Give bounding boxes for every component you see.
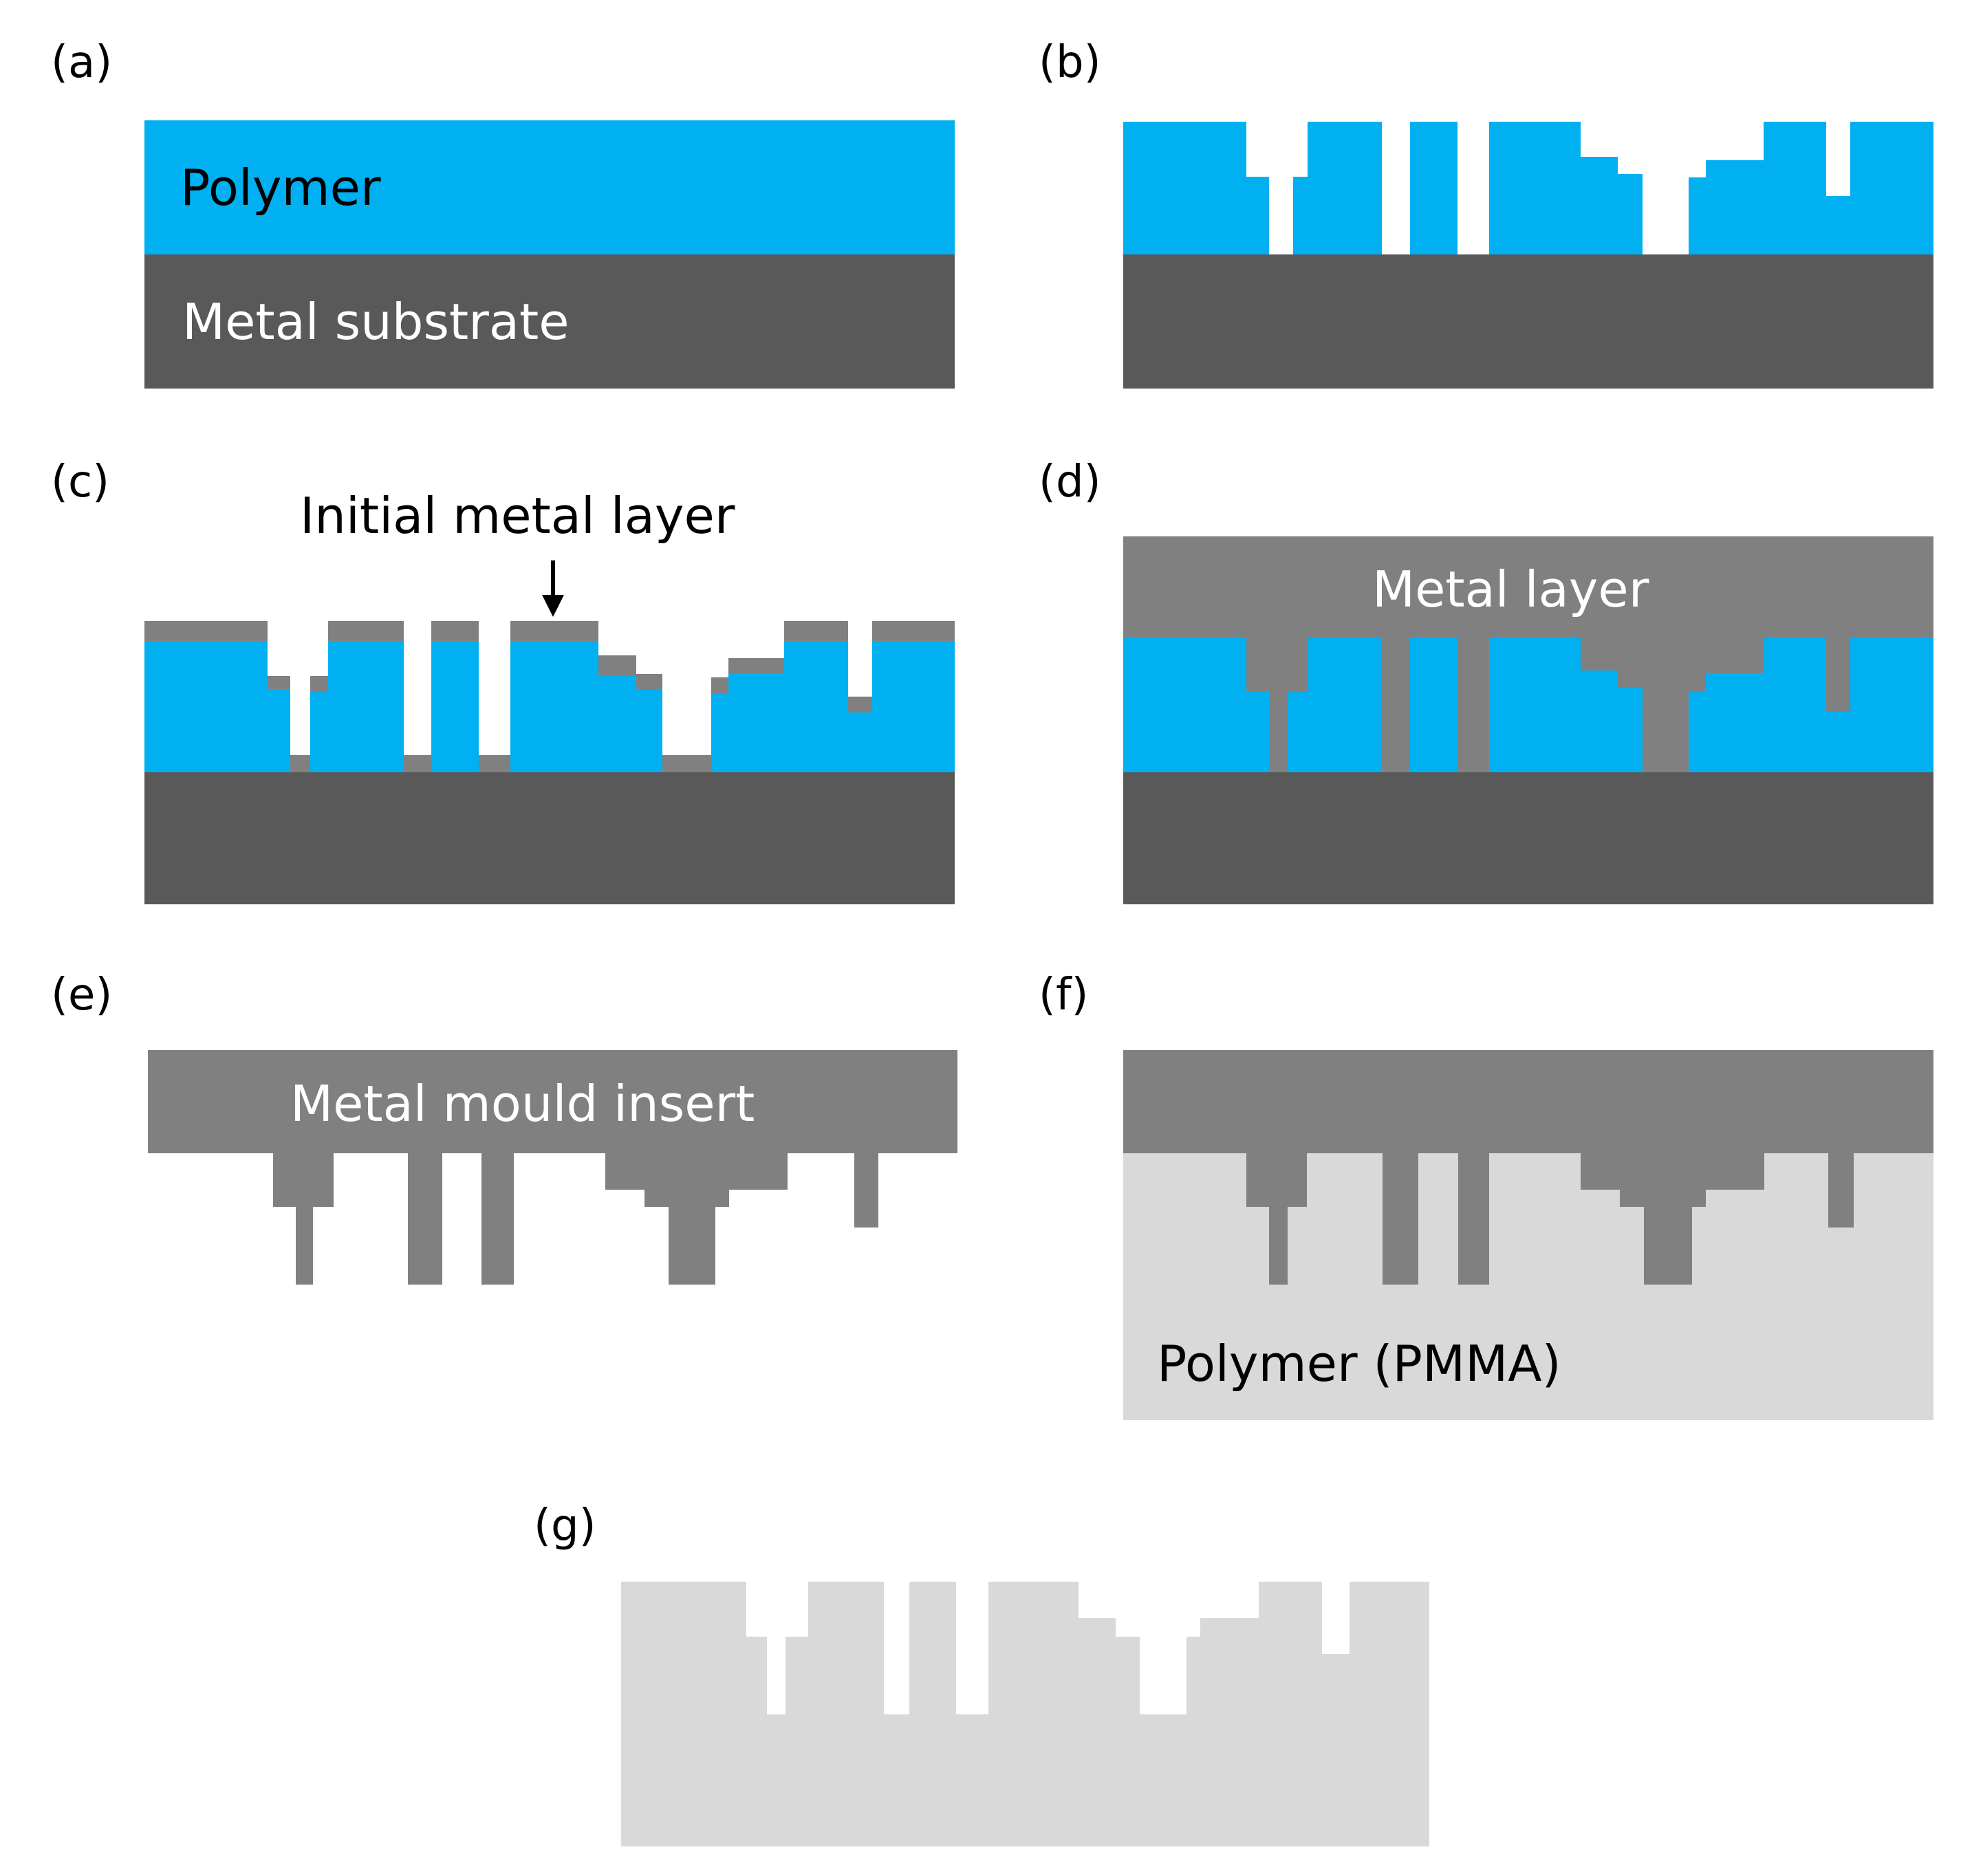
metal-substrate [1123, 254, 1933, 389]
moulded-polymer-part [621, 1582, 1429, 1846]
panel-c-letter: (c) [51, 457, 109, 508]
metal-mould-insert-label: Metal mould insert [290, 1075, 755, 1133]
panel-d: (d) Metal layer [1039, 457, 1933, 904]
initial-metal-layer [144, 621, 955, 772]
panel-a-letter: (a) [51, 37, 112, 88]
patterned-polymer [144, 641, 955, 772]
panel-c: (c) Initial metal layer [51, 457, 955, 904]
panel-f: (f) Polymer (PMMA) [1039, 970, 1933, 1420]
panel-e: (e) Metal mould insert [51, 970, 957, 1285]
metal-substrate [1123, 772, 1933, 904]
metal-substrate [144, 254, 955, 389]
patterned-polymer [1123, 637, 1933, 772]
panel-d-letter: (d) [1039, 457, 1101, 508]
pmma-label: Polymer (PMMA) [1157, 1335, 1561, 1393]
panel-f-letter: (f) [1039, 970, 1088, 1021]
metal-substrate-label: Metal substrate [182, 293, 570, 351]
polymer-label: Polymer [180, 159, 381, 217]
panel-b: (b) [1039, 37, 1933, 389]
panel-g: (g) [534, 1501, 1429, 1846]
metal-mould-insert [1123, 1050, 1933, 1285]
patterned-polymer [1123, 122, 1933, 254]
panel-b-letter: (b) [1039, 37, 1101, 88]
down-arrow-icon [542, 560, 564, 617]
panel-a: (a) Polymer Metal substrate [51, 37, 955, 389]
metal-substrate [144, 772, 955, 904]
polymer-layer [144, 120, 955, 254]
initial-metal-layer-label: Initial metal layer [300, 487, 735, 545]
metal-layer-label: Metal layer [1372, 560, 1649, 618]
panel-g-letter: (g) [534, 1501, 596, 1551]
panel-e-letter: (e) [51, 970, 112, 1021]
metal-mould-insert [148, 1050, 957, 1285]
